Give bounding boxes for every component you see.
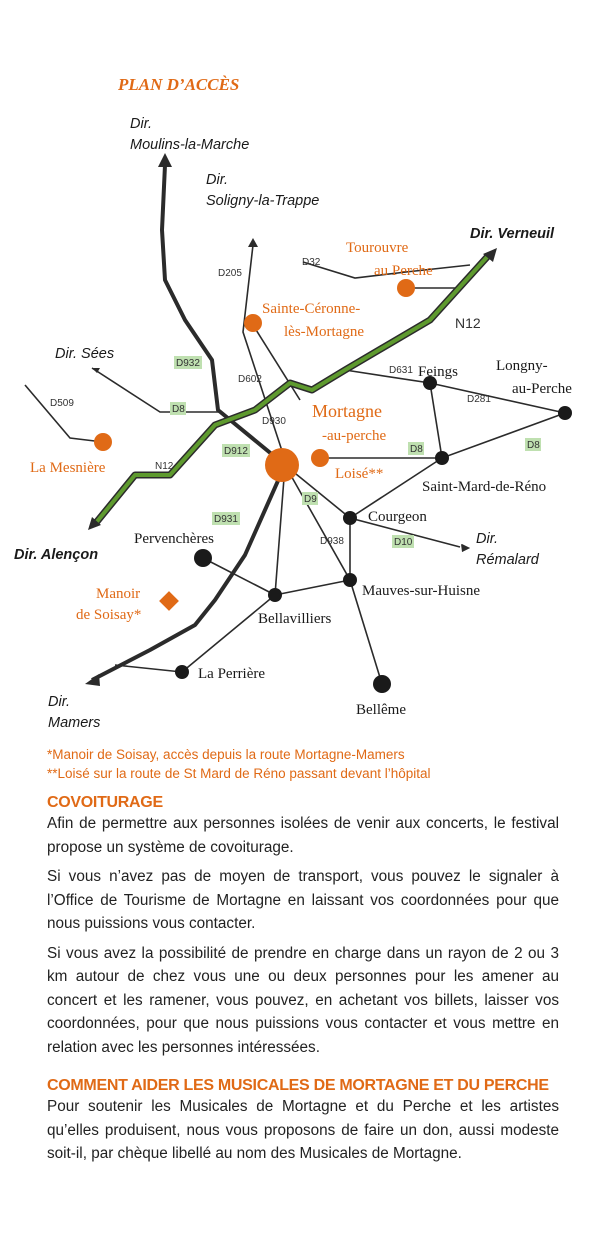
marker-mauves [343,573,357,587]
road-pervencheres [202,557,276,596]
road-label-n12-west: N12 [155,461,174,472]
label-la-mesniere: La Mesnière [30,460,106,476]
label-bellavilliers: Bellavilliers [258,611,331,627]
marker-belleme [373,675,391,693]
note-loise: **Loisé sur la route de St Mard de Réno … [47,766,431,781]
label-tourouvre-2: au Perche [374,263,433,279]
map-title: PLAN D’ACCÈS [117,75,239,94]
marker-la-perriere [175,665,189,679]
aider-title: COMMENT AIDER LES MUSICALES DE MORTAGNE … [47,1077,549,1094]
road-label-d932: D932 [176,358,200,369]
dir-mamers-2: Mamers [48,715,100,731]
road-label-d912: D912 [224,446,248,457]
label-longny-2: au-Perche [512,381,572,397]
road-d509 [24,384,104,443]
dir-verneuil: Dir. Verneuil [470,226,555,242]
label-courgeon: Courgeon [368,509,427,525]
label-belleme: Bellême [356,702,406,718]
dir-moulins-2: Moulins-la-Marche [130,137,249,153]
road-label-d32: D32 [302,257,321,268]
label-sainte-ceronne-1: Sainte-Céronne- [262,301,360,317]
dir-alencon: Dir. Alençon [14,547,98,563]
marker-feings [423,376,437,390]
road-sees [91,367,220,413]
marker-sainte-ceronne [244,314,262,332]
thick-roads [91,164,287,682]
dir-moulins-1: Dir. [130,116,152,132]
marker-manoir [159,591,179,611]
label-sainte-ceronne-2: lès-Mortagne [284,324,364,340]
note-manoir: *Manoir de Soisay, accès depuis la route… [47,747,405,762]
road-label-d8-west: D8 [172,404,185,415]
dir-soligny-2: Soligny-la-Trappe [206,193,319,209]
aider-paragraph-1: Pour soutenir les Musicales de Mortagne … [47,1098,559,1162]
marker-saint-mard [435,451,449,465]
label-feings: Feings [418,364,458,380]
covoiturage-paragraph-1: Afin de permettre aux personnes isolées … [47,815,559,856]
label-pervencheres: Pervenchères [134,531,214,547]
road-n12 [92,253,491,527]
label-saint-mard: Saint-Mard-de-Réno [422,479,546,495]
road-mauves-bellavilliers [274,579,351,596]
road-label-d9: D9 [304,494,317,505]
road-d602 [252,324,301,401]
road-d938 [284,464,383,685]
covoiturage-paragraph-3: Si vous avez la possibilité de prendre e… [47,944,559,1056]
road-label-d938: D938 [320,536,344,547]
section-covoiturage: COVOITURAGE Afin de permettre aux person… [47,794,559,1065]
section-aider: COMMENT AIDER LES MUSICALES DE MORTAGNE … [47,1077,559,1172]
road-label-d205: D205 [218,268,242,279]
road-label-d602: D602 [238,374,262,385]
covoiturage-title: COVOITURAGE [47,794,163,811]
dir-soligny-1: Dir. [206,172,228,188]
label-mortagne-1: Mortagne [312,401,382,421]
road-d932 [160,164,287,467]
road-d32 [302,261,471,279]
label-mortagne-2: -au-perche [322,428,386,444]
road-label-d631: D631 [389,365,413,376]
dir-remalard-2: Rémalard [476,552,540,568]
marker-mortagne [265,448,299,482]
label-manoir-2: de Soisay* [76,607,141,623]
label-longny-1: Longny- [496,358,548,374]
marker-pervencheres [194,549,212,567]
road-label-d281: D281 [467,394,491,405]
road-feings-south [429,382,443,459]
road-la-perriere [114,664,183,673]
road-d205 [242,244,286,461]
road-label-n12-east: N12 [455,315,481,331]
dir-remalard-1: Dir. [476,531,498,547]
access-map: PLAN D’ACCÈS D32 D205 [14,75,572,731]
label-manoir-1: Manoir [96,586,140,602]
dir-mamers-1: Dir. [48,694,70,710]
road-saint-mard-courgeon [349,457,443,519]
label-mauves: Mauves-sur-Huisne [362,583,480,599]
label-tourouvre-1: Tourouvre [346,240,409,256]
boxed-road-labels: D932 D8 D912 D8 D8 D9 D931 D10 [170,356,541,548]
road-label-d8-east2: D8 [527,440,540,451]
covoiturage-paragraph-2: Si vous n’avez pas de moyen de transport… [47,868,559,932]
marker-tourouvre [397,279,415,297]
marker-longny [558,406,572,420]
road-label-d931: D931 [214,514,238,525]
marker-courgeon [343,511,357,525]
marker-la-mesniere [94,433,112,451]
road-label-d8-east1: D8 [410,444,423,455]
road-d931 [91,464,287,682]
road-label-d509: D509 [50,398,74,409]
marker-loise [311,449,329,467]
label-la-perriere: La Perrière [198,666,265,682]
marker-bellavilliers [268,588,282,602]
dir-sees: Dir. Sées [55,346,114,362]
road-label-d930: D930 [262,416,286,427]
label-loise: Loisé** [335,466,383,482]
road-label-d10: D10 [394,537,413,548]
